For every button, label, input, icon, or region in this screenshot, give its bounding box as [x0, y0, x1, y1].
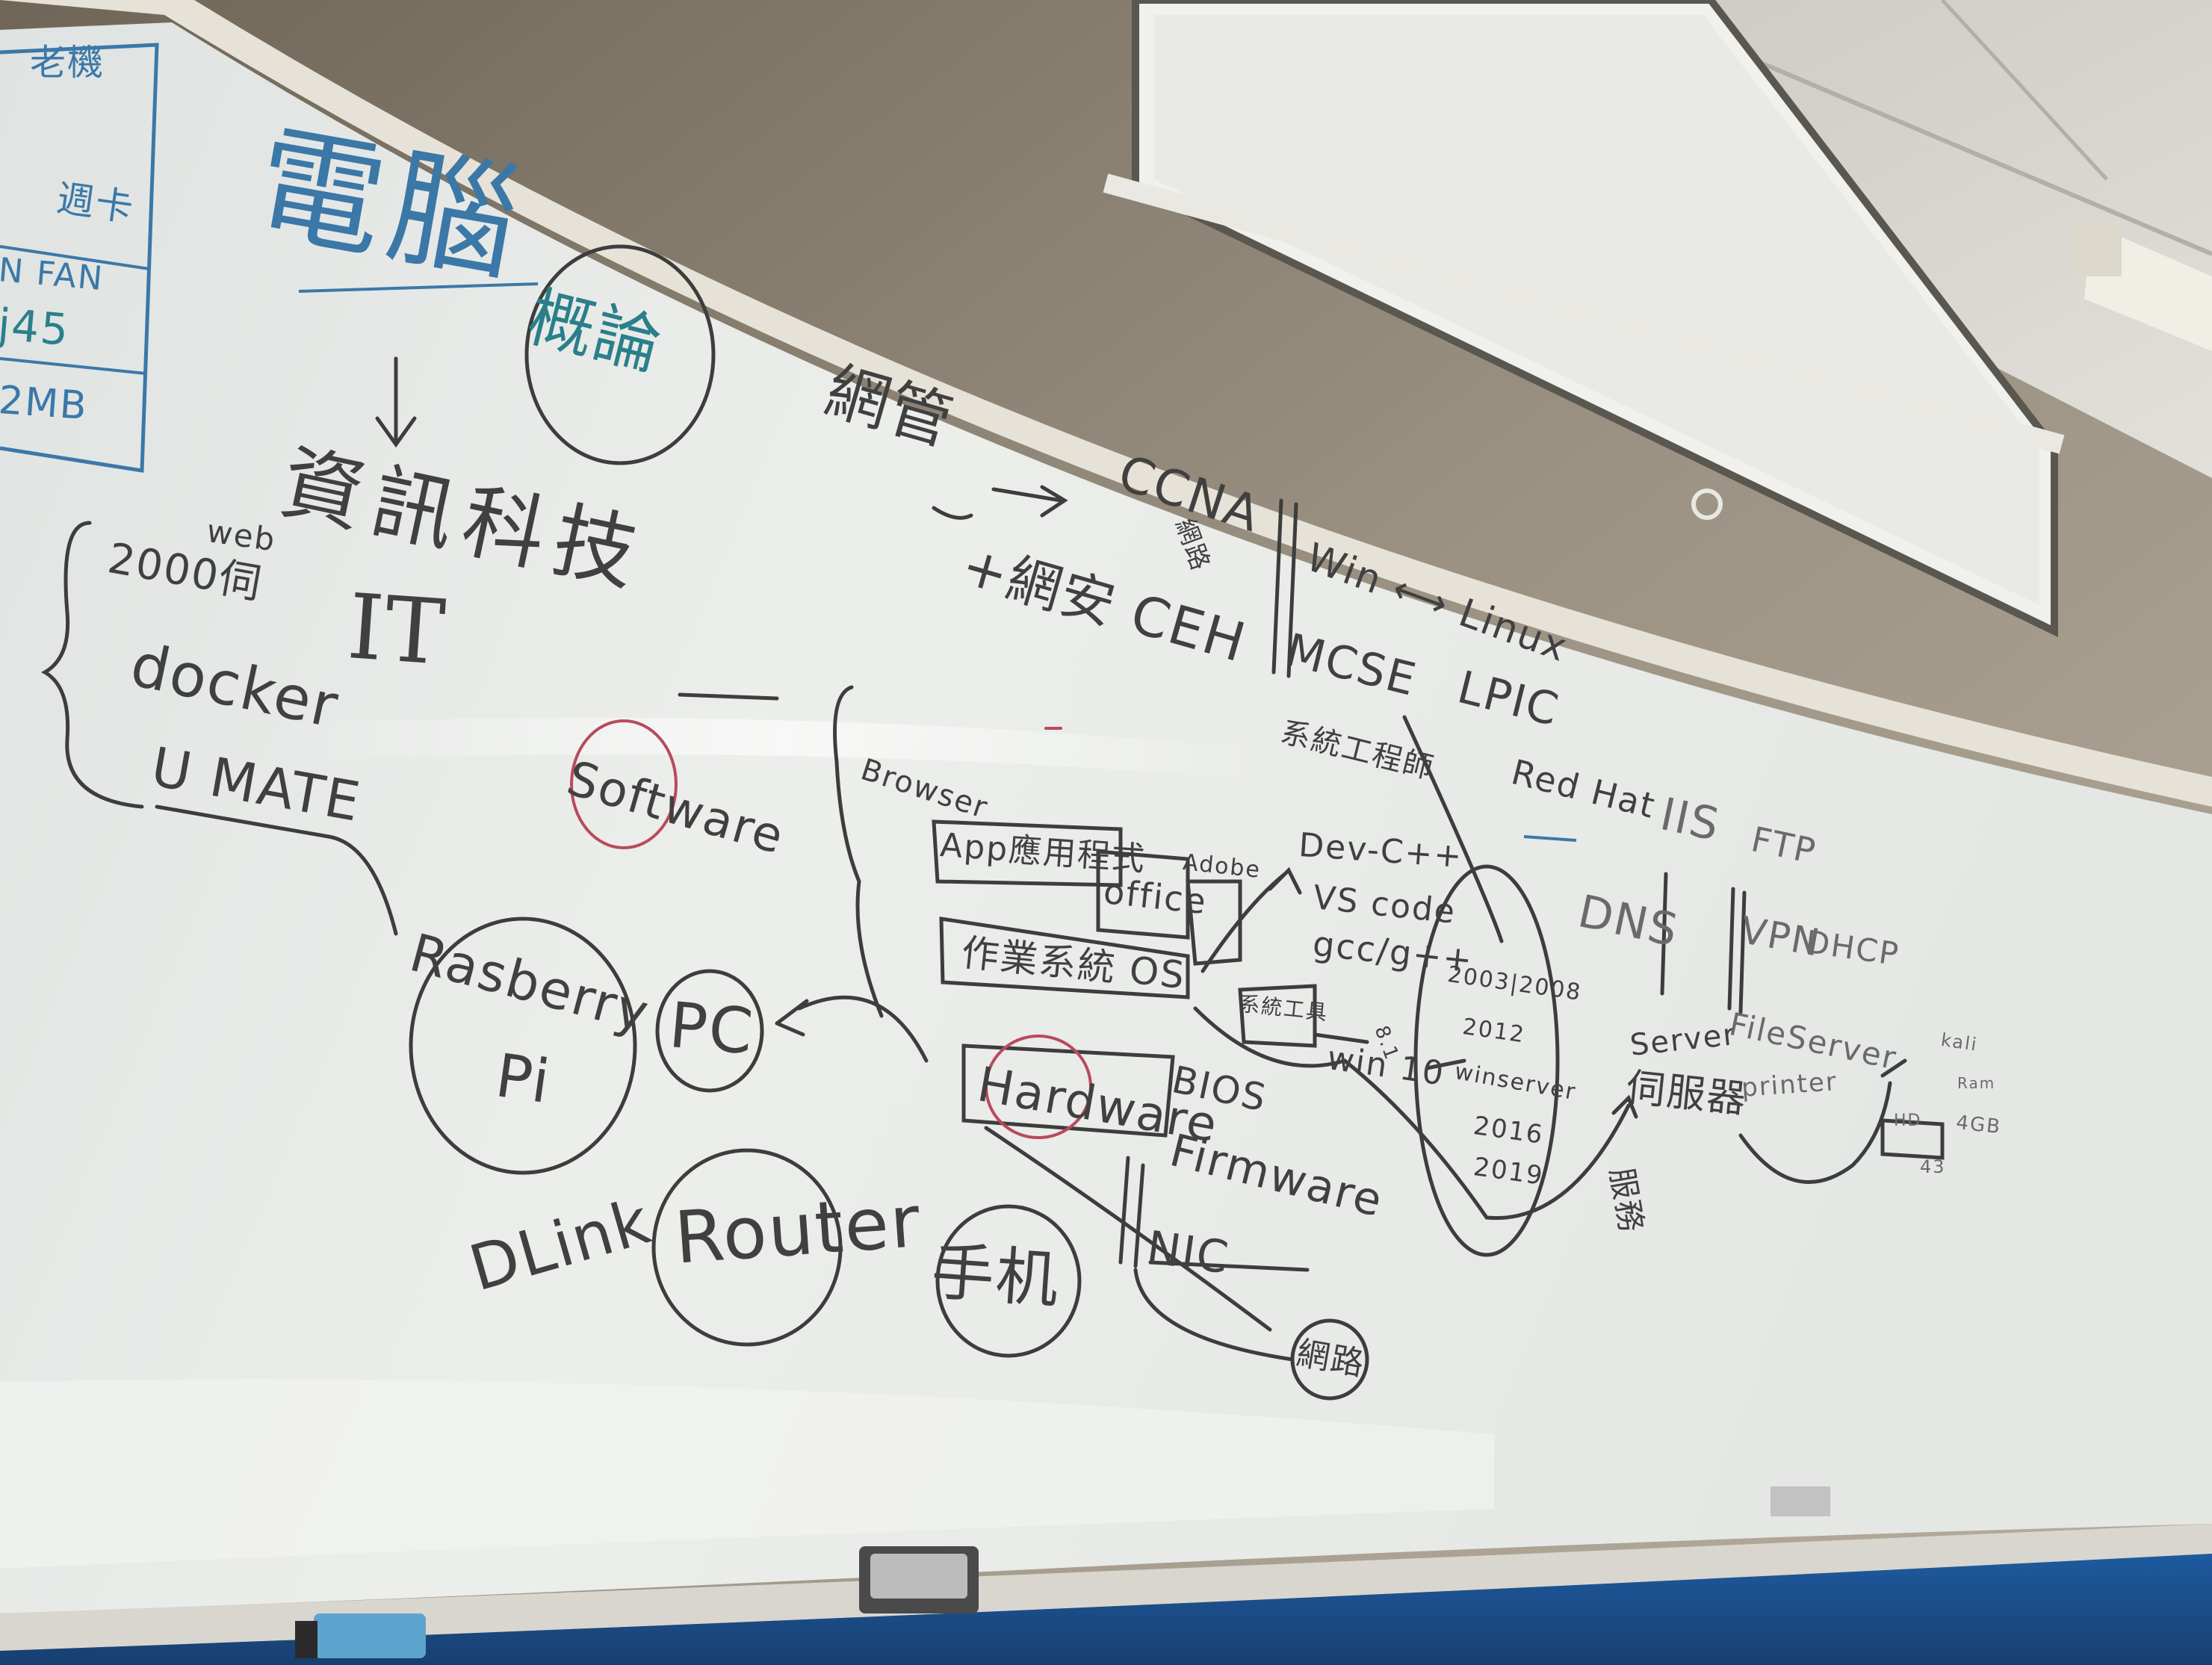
printer-label: printer — [1740, 1067, 1839, 1103]
circle-stroke — [570, 719, 678, 849]
blue-wall-strip — [0, 1554, 2212, 1665]
server-cn-label: 伺服器 — [1624, 1065, 1750, 1123]
office-label: office — [1101, 871, 1209, 923]
eraser-icon — [859, 1546, 979, 1613]
hd-label: HD — [1894, 1111, 1922, 1130]
ceiling — [1270, 0, 2212, 478]
eraser-icon — [295, 1613, 426, 1658]
phone-label: 手机 — [929, 1235, 1063, 1317]
panel-line: 週卡 — [54, 176, 137, 230]
web-note: web — [204, 512, 279, 559]
panel-line: j45 — [0, 299, 72, 356]
marker-tray — [0, 1524, 2212, 1651]
iis-label: IIS — [1655, 788, 1725, 852]
left-panel-border — [0, 43, 159, 473]
panel-line: N FAN — [0, 251, 105, 299]
board-top-trim — [0, 0, 2212, 807]
circle-stroke — [935, 1204, 1082, 1358]
sensor-icon — [2069, 224, 2122, 276]
tray-clip — [1770, 1486, 1830, 1516]
nic-label: NIC — [1143, 1221, 1233, 1285]
circle-stroke — [1413, 864, 1560, 1257]
circle-stroke — [651, 1148, 843, 1347]
size-label: 4GB — [1955, 1111, 2003, 1139]
router-label: Router — [672, 1179, 924, 1280]
kali-label: kali — [1939, 1029, 1980, 1055]
panel-line: 2MB — [0, 378, 90, 430]
ram-label: Ram — [1957, 1074, 1996, 1092]
pc-label: PC — [666, 988, 758, 1069]
circle-stroke — [409, 917, 637, 1175]
circle-stroke — [985, 1035, 1092, 1139]
whiteboard — [0, 22, 2212, 1613]
circle-stroke — [524, 244, 716, 465]
num-label: 43 — [1920, 1156, 1946, 1177]
panel-line: 老機 — [30, 42, 105, 84]
screen-pull-ring — [1691, 489, 1723, 520]
pi-label: Pi — [492, 1041, 555, 1117]
it-label: IT — [344, 575, 450, 686]
circle-stroke — [655, 969, 764, 1093]
